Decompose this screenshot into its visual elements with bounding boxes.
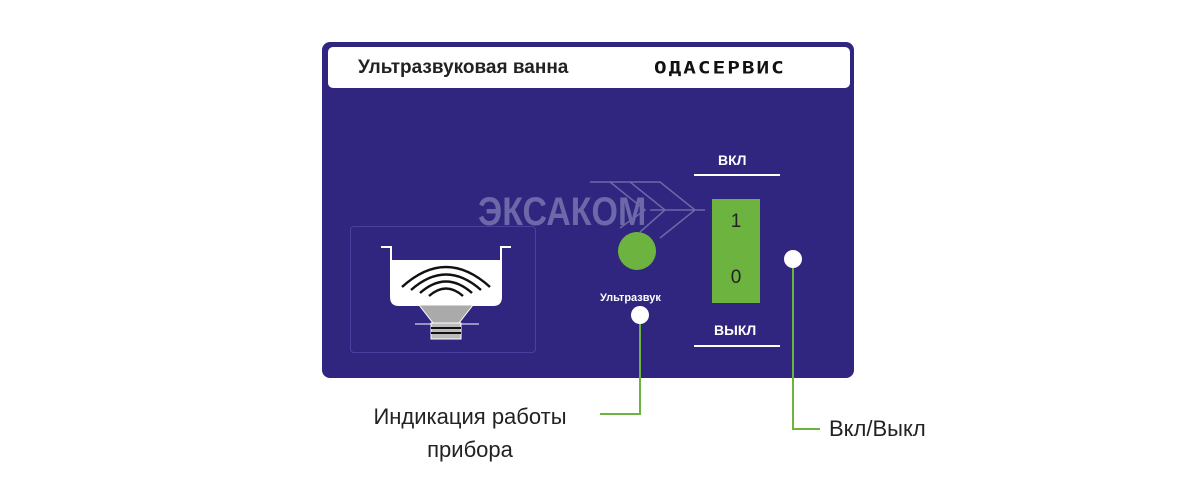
switch-on-mark: 1 xyxy=(730,211,742,232)
divider xyxy=(694,174,780,176)
indicator-caption: Индикация работы прибора xyxy=(350,400,590,466)
ultrasonic-bath-icon xyxy=(350,226,536,353)
indicator-caption-line1: Индикация работы xyxy=(373,404,567,429)
watermark-arrow-icon xyxy=(590,181,705,239)
power-callout-dot xyxy=(784,250,802,268)
off-label: ВЫКЛ xyxy=(714,322,757,338)
indicator-caption-line2: прибора xyxy=(427,437,513,462)
on-label: ВКЛ xyxy=(718,152,747,168)
panel-header xyxy=(328,47,850,88)
switch-off-mark: 0 xyxy=(730,267,742,288)
callout-line xyxy=(792,260,794,430)
ultrasound-indicator-led xyxy=(618,232,656,270)
brand-logo: ОДАСЕРВИС xyxy=(654,58,786,78)
callout-line xyxy=(792,428,820,430)
callout-line xyxy=(639,316,641,415)
watermark: ЭКСАКОМ xyxy=(478,190,647,234)
power-switch[interactable]: 1 0 xyxy=(712,199,760,303)
indicator-callout-dot xyxy=(631,306,649,324)
control-panel xyxy=(322,42,854,378)
divider xyxy=(694,345,780,347)
ultrasound-label: Ультразвук xyxy=(600,292,661,304)
callout-line xyxy=(600,413,641,415)
panel-title: Ультразвуковая ванна xyxy=(358,57,569,78)
power-caption: Вкл/Выкл xyxy=(829,416,926,441)
